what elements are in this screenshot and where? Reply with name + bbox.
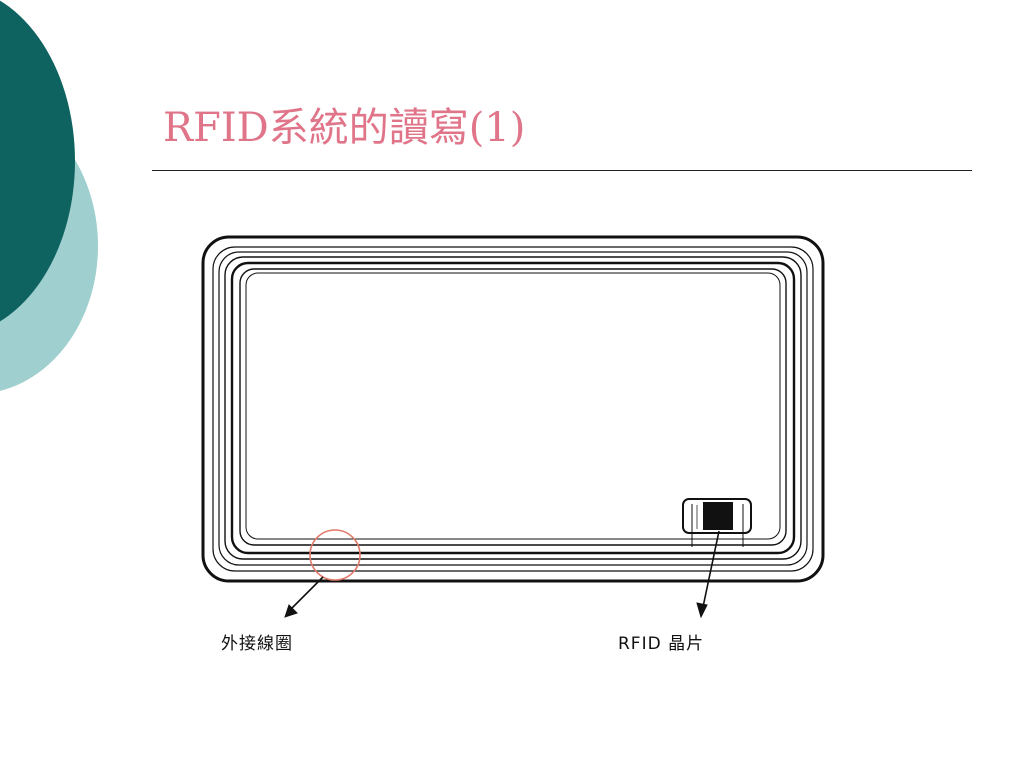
coil-turn-1 xyxy=(212,246,814,572)
chip-leader-arrow xyxy=(696,530,720,619)
coil-turn-6 xyxy=(245,272,781,540)
coil-turn-5 xyxy=(239,268,787,546)
coil-turn-2 xyxy=(218,251,808,566)
coil-turn-3 xyxy=(224,256,802,560)
coil-label: 外接線圈 xyxy=(221,634,293,654)
slide-title: RFID系統的讀寫(1) xyxy=(163,105,526,151)
title-divider xyxy=(152,170,972,171)
rfid-tag-diagram: 外接線圈 RFID 晶片 xyxy=(195,225,835,665)
antenna-coil xyxy=(201,235,825,583)
chip-core xyxy=(703,502,733,530)
rfid-chip xyxy=(682,498,752,547)
coil-highlight-circle xyxy=(309,529,361,581)
coil-turn-4 xyxy=(230,261,796,555)
chip-label: RFID 晶片 xyxy=(618,634,705,654)
rfid-tag-drawing xyxy=(201,235,825,619)
coil-leader-arrow xyxy=(284,576,324,618)
coil-outer-border xyxy=(201,235,825,583)
